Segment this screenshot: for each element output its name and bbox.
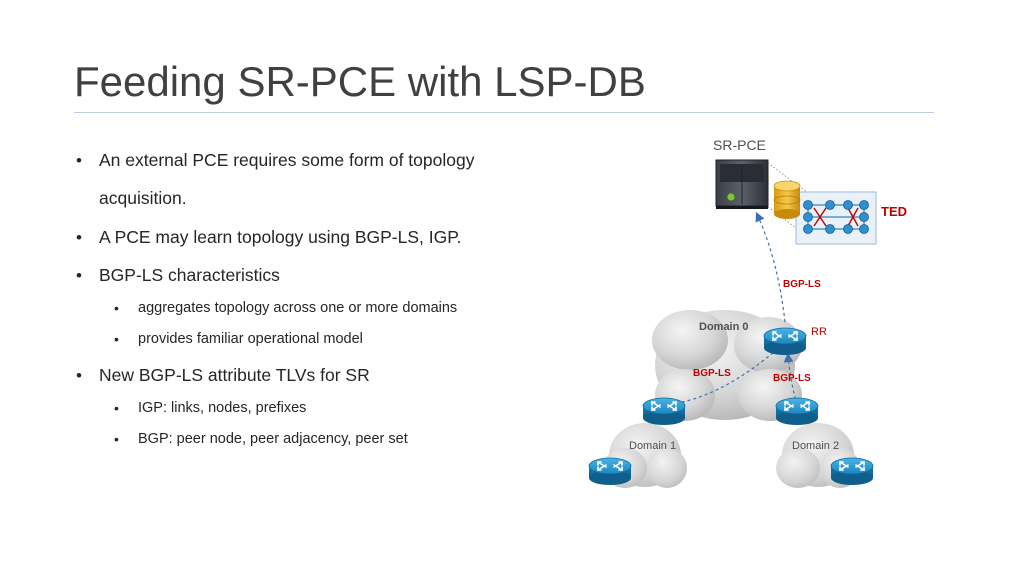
bullet-3-sub-1: aggregates topology across one or more d… <box>138 300 458 316</box>
sr-pce-label: SR-PCE <box>713 137 766 153</box>
bullet-4-sub-2: BGP: peer node, peer adjacency, peer set <box>138 431 408 447</box>
bgp-ls-arrow-right <box>783 352 798 406</box>
rr-router-icon <box>763 327 807 356</box>
sub-bullet-marker: • <box>114 300 119 316</box>
bullet-1-line-1: An external PCE requires some form of to… <box>99 150 475 170</box>
ted-label: TED <box>881 204 907 219</box>
rr-label: RR <box>811 326 827 338</box>
sr-pce-server-icon <box>715 159 769 209</box>
bgp-ls-left-label: BGP-LS <box>693 368 731 379</box>
ted-database-icon <box>773 180 801 219</box>
bullet-3: BGP-LS characteristics <box>99 265 280 285</box>
domain-0-label: Domain 0 <box>699 321 749 333</box>
sub-bullet-marker: • <box>114 431 119 447</box>
sub-bullet-marker: • <box>114 331 119 347</box>
bullet-marker: • <box>76 366 82 385</box>
domain-2-label: Domain 2 <box>792 440 839 452</box>
border-router-2-icon <box>775 397 819 426</box>
bullet-marker: • <box>76 151 82 170</box>
bullet-3-sub-2: provides familiar operational model <box>138 331 363 347</box>
bullet-1-line-2: acquisition. <box>99 188 187 208</box>
bgp-ls-arrow-top <box>755 211 786 323</box>
domain-2-router-icon <box>830 457 874 486</box>
ted-callout-line-top <box>767 162 809 194</box>
ted-topology-box <box>795 191 877 245</box>
bullet-4-sub-1: IGP: links, nodes, prefixes <box>138 400 307 416</box>
bgp-ls-right-label: BGP-LS <box>773 373 811 384</box>
border-router-1-icon <box>642 397 686 426</box>
page-title: Feeding SR-PCE with LSP-DB <box>74 58 646 105</box>
bullet-4: New BGP-LS attribute TLVs for SR <box>99 365 370 385</box>
domain-1-label: Domain 1 <box>629 440 676 452</box>
domain-1-router-icon <box>588 457 632 486</box>
bullet-marker: • <box>76 266 82 285</box>
bullet-2: A PCE may learn topology using BGP-LS, I… <box>99 227 462 247</box>
bullet-marker: • <box>76 228 82 247</box>
sub-bullet-marker: • <box>114 400 119 416</box>
bgp-ls-top-label: BGP-LS <box>783 279 821 290</box>
title-divider <box>74 112 934 113</box>
